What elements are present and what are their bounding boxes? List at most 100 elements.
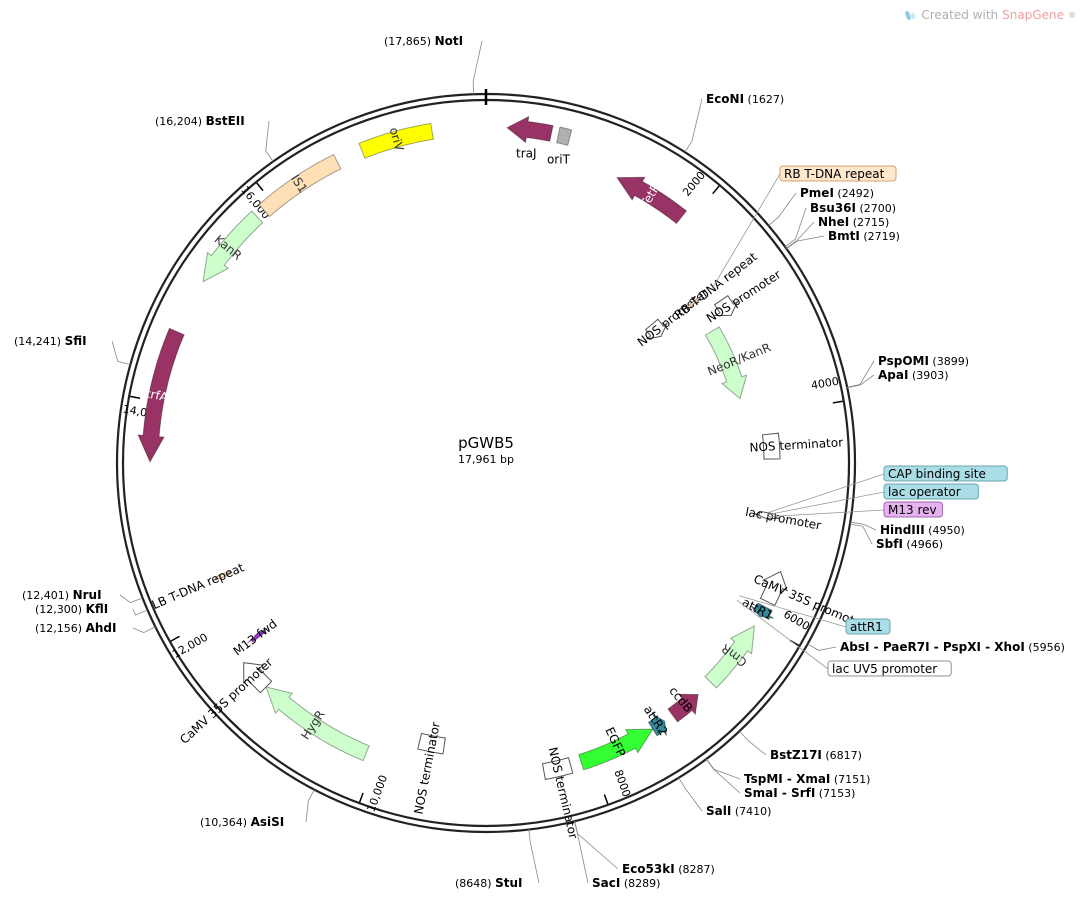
- restriction-site[interactable]: (12,156) AhdI: [35, 621, 116, 635]
- scale-tick: [256, 182, 264, 192]
- feature-kanr[interactable]: [202, 210, 264, 283]
- boxed-label[interactable]: CAP binding site: [888, 467, 986, 481]
- feature-camv35s-2[interactable]: [759, 570, 788, 607]
- feature-ccdb[interactable]: [667, 693, 699, 723]
- scale-tick: [832, 400, 843, 404]
- restriction-site[interactable]: HindIII (4950): [880, 523, 965, 537]
- restriction-site[interactable]: BstZ17I (6817): [770, 748, 862, 762]
- site-position: (7410): [731, 805, 771, 818]
- restriction-site[interactable]: SmaI - SrfI (7153): [744, 786, 855, 800]
- site-position: (16,204): [155, 115, 206, 128]
- feature-nosterm-2[interactable]: [541, 757, 574, 781]
- restriction-site[interactable]: ApaI (3903): [878, 368, 949, 382]
- restriction-site[interactable]: (12,401) NruI: [22, 588, 102, 602]
- site-name: KflI: [86, 602, 109, 616]
- boxed-label-bg: [845, 618, 891, 635]
- site-name: ApaI: [878, 368, 908, 382]
- feature-camv35s-1[interactable]: [243, 662, 273, 694]
- feature-hygr[interactable]: [265, 686, 370, 762]
- snapgene-logo-icon: [905, 9, 917, 21]
- box-leader-line: [736, 599, 829, 670]
- site-leader-line: [119, 594, 143, 604]
- feature-label: LB T-DNA repeat: [150, 560, 246, 612]
- site-leader-line: [807, 643, 837, 651]
- restriction-site[interactable]: (14,241) SfiI: [14, 334, 87, 348]
- feature-lb[interactable]: [214, 570, 232, 581]
- scale-tick-label: 10,000: [365, 773, 391, 814]
- feature-label: M13 fwd: [231, 617, 280, 659]
- site-position: (12,156): [35, 622, 86, 635]
- restriction-site[interactable]: PspOMI (3899): [878, 354, 969, 368]
- watermark-prefix: Created with: [921, 8, 999, 22]
- feature-label: NOS terminator: [749, 435, 843, 454]
- restriction-site[interactable]: TspMI - XmaI (7151): [744, 772, 870, 786]
- site-name: SacI: [592, 876, 620, 890]
- restriction-site[interactable]: (8648) StuI: [455, 876, 522, 890]
- restriction-site[interactable]: EcoNI (1627): [706, 92, 784, 106]
- boxed-label-bg: [827, 660, 952, 677]
- site-leader-line: [472, 40, 483, 95]
- restriction-site[interactable]: AbsI - PaeR7I - PspXI - XhoI (5956): [840, 640, 1065, 654]
- restriction-site[interactable]: (17,865) NotI: [384, 34, 463, 48]
- feature-attr1[interactable]: [750, 602, 775, 619]
- feature-nosterm-3[interactable]: [417, 732, 446, 755]
- feature-nosprom-2[interactable]: [644, 318, 668, 340]
- feature-neor-kanr[interactable]: [704, 326, 748, 400]
- restriction-site[interactable]: PmeI (2492): [800, 186, 874, 200]
- site-position: (8287): [675, 863, 715, 876]
- site-position: (3899): [929, 355, 969, 368]
- box-leader-line: [739, 595, 847, 628]
- feature-orit[interactable]: [556, 126, 573, 146]
- site-position: (4966): [903, 538, 943, 551]
- feature-nosprom-1[interactable]: [713, 295, 739, 317]
- feature-rb[interactable]: [686, 296, 701, 310]
- restriction-site[interactable]: NheI (2715): [818, 215, 889, 229]
- feature-cmr[interactable]: [704, 625, 755, 689]
- boxed-label[interactable]: M13 rev: [888, 503, 937, 517]
- feature-oriv[interactable]: [358, 122, 434, 159]
- site-position: (12,401): [22, 589, 73, 602]
- boxed-label-bg: [883, 483, 979, 500]
- feature-m13fwd[interactable]: [247, 627, 269, 644]
- feature-egfp[interactable]: [578, 728, 654, 771]
- boxed-label[interactable]: lac UV5 promoter: [832, 662, 937, 676]
- site-name: AbsI - PaeR7I - PspXI - XhoI: [840, 640, 1025, 654]
- site-name: SbfI: [876, 537, 903, 551]
- site-leader-line: [574, 821, 589, 884]
- scale-tick: [170, 635, 180, 642]
- restriction-site[interactable]: SbfI (4966): [876, 537, 943, 551]
- plasmid-size: 17,961 bp: [458, 453, 514, 466]
- scale-tick-label: 4000: [810, 375, 840, 393]
- plasmid-name: pGWB5: [458, 434, 514, 452]
- feature-is1[interactable]: [258, 153, 342, 218]
- restriction-site[interactable]: (12,300) KflI: [35, 602, 108, 616]
- boxed-label[interactable]: lac operator: [888, 485, 961, 499]
- site-name: EcoNI: [706, 92, 744, 106]
- feature-trfa[interactable]: [137, 327, 185, 464]
- scale-tick-label: 12,000: [170, 631, 210, 661]
- restriction-site[interactable]: SalI (7410): [706, 804, 771, 818]
- boxed-label[interactable]: attR1: [850, 620, 883, 634]
- feature-attr2[interactable]: [647, 713, 667, 737]
- feature-traj[interactable]: [506, 115, 554, 144]
- restriction-site[interactable]: Bsu36I (2700): [810, 201, 896, 215]
- scale-tick: [358, 792, 364, 803]
- restriction-site[interactable]: SacI (8289): [592, 876, 660, 890]
- feature-label: NOS terminator: [411, 721, 442, 816]
- restriction-site[interactable]: (16,204) BstEII: [155, 114, 245, 128]
- site-leader-line: [684, 98, 703, 153]
- restriction-site[interactable]: Eco53kI (8287): [622, 862, 715, 876]
- site-position: (7151): [830, 773, 870, 786]
- site-leader-line: [678, 777, 703, 812]
- feature-lacprom[interactable]: [754, 510, 780, 520]
- restriction-site[interactable]: (10,364) AsiSI: [200, 815, 284, 829]
- feature-nosterm-1[interactable]: [762, 432, 781, 460]
- boxed-label[interactable]: RB T-DNA repeat: [784, 167, 885, 181]
- site-position: (2492): [834, 187, 874, 200]
- feature-label: trfA: [145, 386, 170, 404]
- feature-tetr[interactable]: [616, 176, 688, 225]
- scale-tick-label: 6000: [781, 608, 812, 633]
- site-name: NheI: [818, 215, 849, 229]
- restriction-site[interactable]: BmtI (2719): [828, 229, 900, 243]
